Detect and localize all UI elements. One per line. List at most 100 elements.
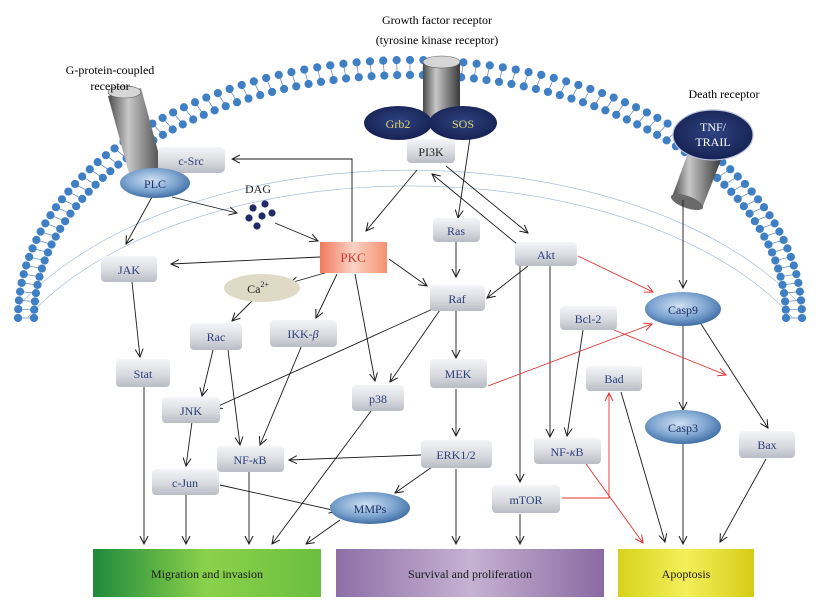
lipid-head-inner bbox=[781, 313, 791, 323]
lipid-head-inner bbox=[578, 98, 588, 107]
arrow-dag-to-pkc bbox=[274, 222, 318, 241]
plc-label: PLC bbox=[144, 177, 166, 191]
lipid-head-outer bbox=[379, 56, 388, 65]
casp9-node: Casp9 bbox=[645, 292, 721, 326]
cell-membrane bbox=[13, 55, 807, 323]
mmps-label: MMPs bbox=[354, 502, 387, 516]
lipid-head-outer bbox=[57, 195, 67, 204]
lipid-head-inner bbox=[106, 167, 115, 176]
lipid-head-inner bbox=[643, 125, 652, 134]
arrow-pkc-to-ca bbox=[290, 271, 329, 283]
lipid-head-inner bbox=[51, 232, 60, 241]
jnk-node: JNK bbox=[162, 397, 220, 423]
arrow-bad-to-apoptosis bbox=[620, 391, 665, 542]
grb2-label: Grb2 bbox=[386, 117, 411, 131]
lipid-head-inner bbox=[37, 264, 46, 273]
p38-label: p38 bbox=[369, 392, 387, 406]
lipid-head-inner bbox=[531, 84, 541, 94]
lipid-head-inner bbox=[482, 75, 491, 85]
lipid-head-outer bbox=[642, 108, 651, 117]
lipid-head-inner bbox=[590, 102, 599, 111]
mek-node: MEK bbox=[430, 359, 487, 388]
pi3k-node: PI3K bbox=[407, 139, 455, 163]
arrow-rac-to-nfkb bbox=[227, 349, 240, 445]
arrow-nfkb-to-apoptosis-red bbox=[583, 460, 643, 543]
lipid-head-outer bbox=[274, 70, 283, 79]
mek-label: MEK bbox=[445, 367, 472, 381]
arrow-raf-to-p38 bbox=[390, 309, 441, 382]
arrow-ca-to-rac bbox=[232, 299, 254, 321]
lipid-head-inner bbox=[279, 84, 289, 94]
lipid-head-inner bbox=[767, 248, 777, 257]
akt-node: Akt bbox=[515, 242, 577, 266]
outcome-apoptosis-box: Apoptosis bbox=[618, 549, 754, 597]
arrow-pkc-to-ikk bbox=[316, 273, 338, 318]
lipid-head-outer bbox=[287, 67, 296, 77]
plc-node: PLC bbox=[120, 168, 190, 198]
dag-node: DAG bbox=[245, 182, 276, 230]
lipid-head-inner bbox=[158, 130, 167, 139]
bax-label: Bax bbox=[757, 438, 776, 452]
lipid-head-inner bbox=[774, 264, 783, 273]
lipid-head-inner bbox=[519, 82, 528, 91]
lipid-head-inner bbox=[33, 280, 42, 290]
svg-text:NF-κB: NF-κB bbox=[550, 445, 583, 459]
casp3-label: Casp3 bbox=[668, 421, 698, 435]
lipid-head-outer bbox=[15, 287, 25, 296]
arrow-pkc-to-p38 bbox=[354, 273, 375, 381]
pkc-label: PKC bbox=[340, 250, 365, 265]
lipid-head-inner bbox=[778, 280, 787, 290]
arrow-pkc-to-jak bbox=[171, 256, 321, 264]
outcome-survival-label: Survival and proliferation bbox=[408, 567, 532, 581]
death-receptor-label: Death receptor bbox=[689, 87, 760, 101]
arrow-ikk-to-nfkb bbox=[260, 344, 303, 445]
growth-factor-label-line2: (tyrosine kinase receptor) bbox=[376, 33, 499, 47]
lipid-head-inner bbox=[232, 98, 242, 107]
lipid-head-inner bbox=[91, 180, 100, 189]
lipid-head-outer bbox=[13, 313, 23, 323]
lipid-head-outer bbox=[365, 57, 375, 66]
lipid-head-outer bbox=[51, 203, 61, 212]
lipid-head-inner bbox=[755, 224, 764, 233]
lipid-head-outer bbox=[179, 103, 189, 112]
sos-node: SOS bbox=[429, 106, 497, 140]
lipid-head-inner bbox=[29, 313, 39, 323]
bcl2-label: Bcl-2 bbox=[575, 312, 602, 326]
outcome-apoptosis-label: Apoptosis bbox=[662, 567, 711, 581]
lipid-head-inner bbox=[72, 202, 81, 211]
arrow-pkc-to-raf bbox=[388, 258, 427, 286]
lipid-head-inner bbox=[720, 180, 729, 189]
lipid-head-outer bbox=[169, 108, 178, 117]
lipid-head-outer bbox=[753, 195, 763, 204]
lipid-head-outer bbox=[459, 58, 468, 67]
nfkb-node-right: NF-κB bbox=[534, 438, 601, 464]
tnf-label-line2: TRAIL bbox=[695, 135, 730, 149]
lipid-head-outer bbox=[792, 270, 801, 279]
lipid-head-inner bbox=[469, 74, 478, 83]
cjun-label: c-Jun bbox=[172, 476, 198, 490]
lipid-head-outer bbox=[794, 278, 803, 287]
lipid-head-outer bbox=[70, 179, 80, 189]
arrow-jnk-to-cjun bbox=[186, 421, 193, 466]
akt-label: Akt bbox=[537, 248, 556, 262]
lipid-head-inner bbox=[292, 82, 301, 91]
lipid-head-outer bbox=[586, 84, 595, 94]
jnk-label: JNK bbox=[180, 404, 202, 418]
lipid-head-outer bbox=[511, 65, 520, 74]
lipid-head-outer bbox=[786, 252, 795, 262]
arrow-casp9-to-bax bbox=[700, 323, 768, 428]
lipid-head-outer bbox=[326, 61, 335, 70]
csrc-node: c-Src bbox=[158, 147, 225, 173]
mtor-node: mTOR bbox=[492, 485, 560, 513]
gpcr-receptor bbox=[107, 85, 166, 188]
arrow-erk-to-mmps bbox=[395, 466, 433, 493]
lipid-head-outer bbox=[598, 89, 607, 98]
calcium-charge: 2+ bbox=[260, 280, 269, 289]
lipid-head-inner bbox=[168, 125, 177, 134]
lipid-head-outer bbox=[36, 227, 45, 236]
outcome-migration-label: Migration and invasion bbox=[151, 567, 263, 581]
stat-label: Stat bbox=[134, 367, 153, 381]
erk-label: ERK1/2 bbox=[436, 448, 475, 462]
arrow-akt-to-raf bbox=[487, 265, 529, 298]
lipid-head-outer bbox=[775, 227, 784, 236]
